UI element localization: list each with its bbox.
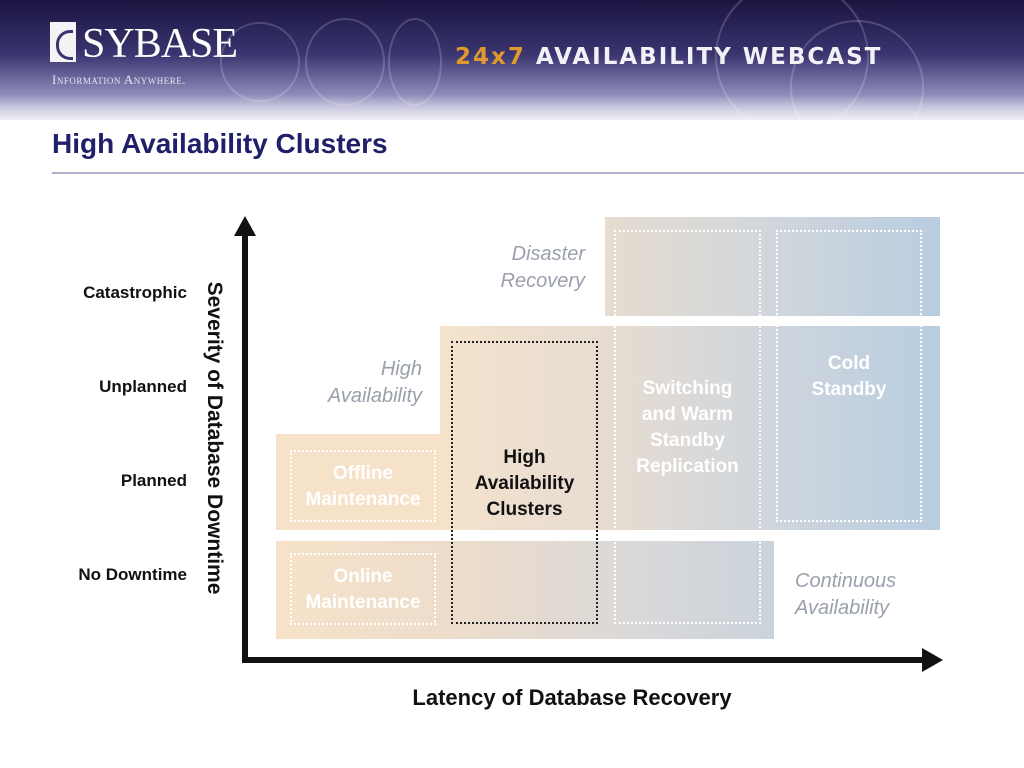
switching-warm-standby-box	[614, 230, 761, 624]
label-line: Availability	[474, 473, 575, 494]
y-level-catastrophic: Catastrophic	[83, 283, 187, 302]
label-line: Availability	[327, 385, 422, 407]
online-maintenance-box	[290, 553, 436, 625]
y-level-unplanned: Unplanned	[99, 377, 187, 396]
banner-fade	[0, 95, 1024, 180]
disaster-recovery-label: Disaster Recovery	[501, 241, 585, 295]
y-axis-title: Severity of Database Downtime	[203, 281, 226, 595]
company-logo: SYBASE	[82, 21, 238, 67]
label-line: Maintenance	[305, 592, 421, 613]
label-line: High	[503, 447, 546, 468]
label-line: Offline	[332, 463, 394, 484]
continuous-availability-label: Continuous Availability	[795, 568, 896, 622]
label-line: and Warm	[641, 404, 734, 425]
label-line: Continuous	[795, 570, 897, 592]
y-level-no-downtime: No Downtime	[78, 565, 187, 584]
webcast-title-accent: 24x7	[455, 44, 526, 70]
offline-maintenance-box	[290, 450, 436, 522]
band-catastrophic	[605, 217, 940, 316]
label-line: Replication	[636, 456, 739, 477]
webcast-title-rest: AVAILABILITY WEBCAST	[525, 44, 883, 70]
label-line: Standby	[650, 430, 725, 451]
band-unplanned	[440, 326, 940, 530]
title-divider	[52, 172, 1024, 174]
x-axis-arrowhead	[922, 648, 943, 672]
label-line: Standby	[811, 379, 887, 400]
label-line: Switching	[642, 378, 733, 399]
cold-standby-box	[776, 230, 922, 522]
y-axis-arrowhead	[234, 216, 256, 236]
company-tagline: Information Anywhere.	[52, 72, 186, 87]
high-availability-clusters-label: High Availability Clusters	[451, 445, 598, 523]
label-line: Cold	[827, 353, 871, 374]
online-maintenance-label: Online Maintenance	[290, 564, 436, 616]
label-line: Disaster	[511, 243, 585, 265]
label-line: Clusters	[486, 499, 563, 520]
label-line: High	[380, 358, 422, 380]
webcast-title: 24x7 AVAILABILITY WEBCAST	[455, 44, 882, 70]
label-line: Maintenance	[305, 489, 421, 510]
x-axis-title: Latency of Database Recovery	[412, 685, 732, 710]
switching-warm-standby-label: Switching and Warm Standby Replication	[610, 376, 765, 480]
cold-standby-label: Cold Standby	[776, 351, 922, 403]
label-line: Recovery	[500, 270, 585, 292]
high-availability-clusters-box	[451, 341, 598, 624]
label-line: Online	[333, 566, 393, 587]
offline-maintenance-label: Offline Maintenance	[290, 461, 436, 513]
y-level-planned: Planned	[120, 471, 187, 490]
high-availability-category-label: High Availability	[328, 356, 422, 410]
sybase-logo-icon	[50, 22, 76, 62]
slide-title: High Availability Clusters	[52, 128, 388, 159]
label-line: Availability	[795, 597, 890, 619]
